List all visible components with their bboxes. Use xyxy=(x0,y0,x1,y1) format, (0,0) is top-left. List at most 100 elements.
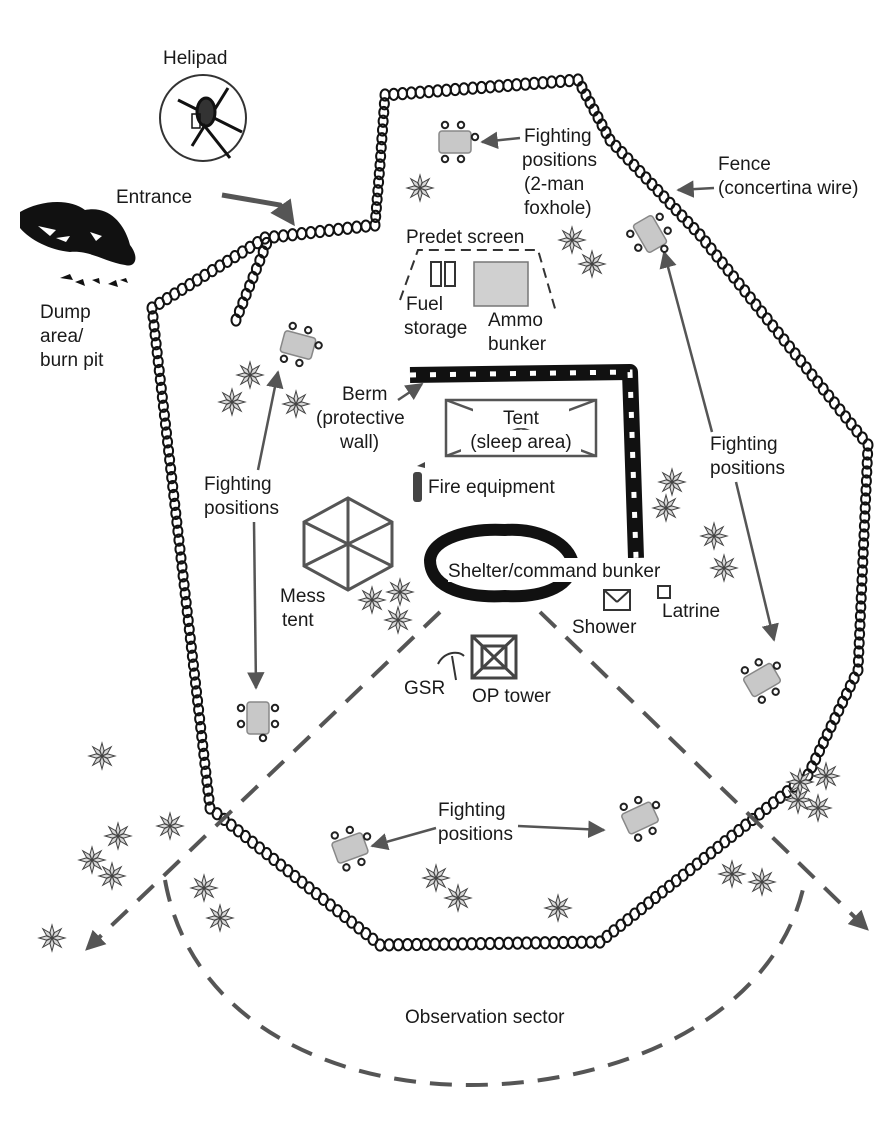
wire-coil xyxy=(184,631,196,645)
wire-coil xyxy=(175,551,187,565)
wire-coil xyxy=(851,424,863,438)
shrub-icon xyxy=(205,903,235,933)
wire-coil xyxy=(466,937,478,951)
wire-coil xyxy=(194,712,206,726)
wire-coil xyxy=(576,935,588,949)
wire-coil xyxy=(640,171,652,185)
wire-coil xyxy=(192,694,204,708)
wire-coil xyxy=(694,228,706,242)
wire-coil xyxy=(855,591,867,605)
wire-coil xyxy=(856,582,868,596)
wire-coil xyxy=(860,483,872,497)
wire-coil xyxy=(859,501,871,515)
wire-coil xyxy=(610,139,622,153)
wire-coil xyxy=(484,80,496,94)
wire-coil xyxy=(858,528,870,542)
wire-coil xyxy=(323,223,335,238)
wire-coil xyxy=(202,783,214,797)
wire-coil xyxy=(716,256,728,270)
wire-coil xyxy=(190,676,201,690)
wire-coil xyxy=(861,465,873,479)
wire-coil xyxy=(530,936,542,950)
wire-coil xyxy=(402,938,413,952)
shrub-icon xyxy=(747,867,777,897)
wire-coil xyxy=(862,447,874,461)
shrub-icon xyxy=(785,767,815,797)
wire-coil xyxy=(546,75,558,89)
wire-coil xyxy=(168,488,180,503)
wire-coil xyxy=(378,97,390,111)
wire-coil xyxy=(859,510,871,524)
ammo-bunker xyxy=(473,261,529,307)
wire-coil xyxy=(853,645,865,659)
wire-coil xyxy=(429,937,441,951)
hexagon-tent-icon xyxy=(302,496,394,592)
wire-coil xyxy=(360,219,372,233)
wire-coil xyxy=(856,431,868,445)
helipad xyxy=(159,74,247,162)
wire-coil xyxy=(188,667,200,681)
shrub-icon xyxy=(155,811,185,841)
wire-coil xyxy=(204,801,216,815)
wire-coil xyxy=(858,519,870,533)
wire-coil xyxy=(155,381,167,395)
foxhole-icon xyxy=(740,658,782,704)
entrance-label: Entrance xyxy=(116,187,192,208)
observation-sector-lines xyxy=(85,610,869,1088)
wire-coil xyxy=(622,152,634,166)
shrub-icon xyxy=(783,785,813,815)
tent-label: Tent(sleep area) xyxy=(470,408,571,453)
fuel-drum-icon xyxy=(430,261,456,287)
foxhole-icon xyxy=(330,825,372,872)
wire-coil xyxy=(374,158,386,172)
fighting-position-foxholes xyxy=(236,120,782,872)
wire-coil xyxy=(493,936,505,950)
wire-coil xyxy=(178,578,190,592)
vegetation xyxy=(37,173,841,953)
shrub-icon xyxy=(577,249,607,279)
wire-coil xyxy=(182,613,194,628)
wire-coil xyxy=(857,546,869,560)
wire-coil xyxy=(778,333,790,347)
wire-coil xyxy=(670,203,682,217)
wire-coil xyxy=(167,479,179,494)
wire-coil xyxy=(377,123,388,137)
shrub-icon xyxy=(709,553,739,583)
wire-coil xyxy=(733,277,745,291)
wire-coil xyxy=(857,555,869,569)
wire-coil xyxy=(198,747,210,762)
wire-coil xyxy=(795,354,807,368)
wire-coil xyxy=(179,587,191,601)
op-tower-icon xyxy=(470,634,518,680)
shrub-icon xyxy=(235,360,265,390)
wire-coil xyxy=(376,132,388,146)
observation-sector-label: Observation sector xyxy=(405,1007,565,1028)
arrow-fighting-top xyxy=(480,131,521,150)
wire-coil xyxy=(191,685,203,699)
wire-coil xyxy=(475,937,487,951)
op-tower-label: OP tower xyxy=(472,686,552,707)
wire-coil xyxy=(195,721,207,735)
arrow-left-down xyxy=(247,521,265,690)
observation-arc xyxy=(163,879,807,1088)
wire-coil xyxy=(447,937,459,951)
wire-coil xyxy=(314,224,326,239)
wire-coil xyxy=(277,229,289,243)
wire-coil xyxy=(261,236,273,251)
shrub-icon xyxy=(189,873,219,903)
wire-coil xyxy=(420,937,432,951)
wire-coil xyxy=(840,410,852,424)
wire-coil xyxy=(711,249,723,263)
wire-coil xyxy=(502,936,514,950)
wire-coil xyxy=(177,569,189,583)
arrow-berm xyxy=(397,382,424,402)
wire-coil xyxy=(823,389,835,403)
wire-coil xyxy=(165,462,177,476)
wire-coil xyxy=(852,654,864,668)
shrub-icon xyxy=(699,521,729,551)
